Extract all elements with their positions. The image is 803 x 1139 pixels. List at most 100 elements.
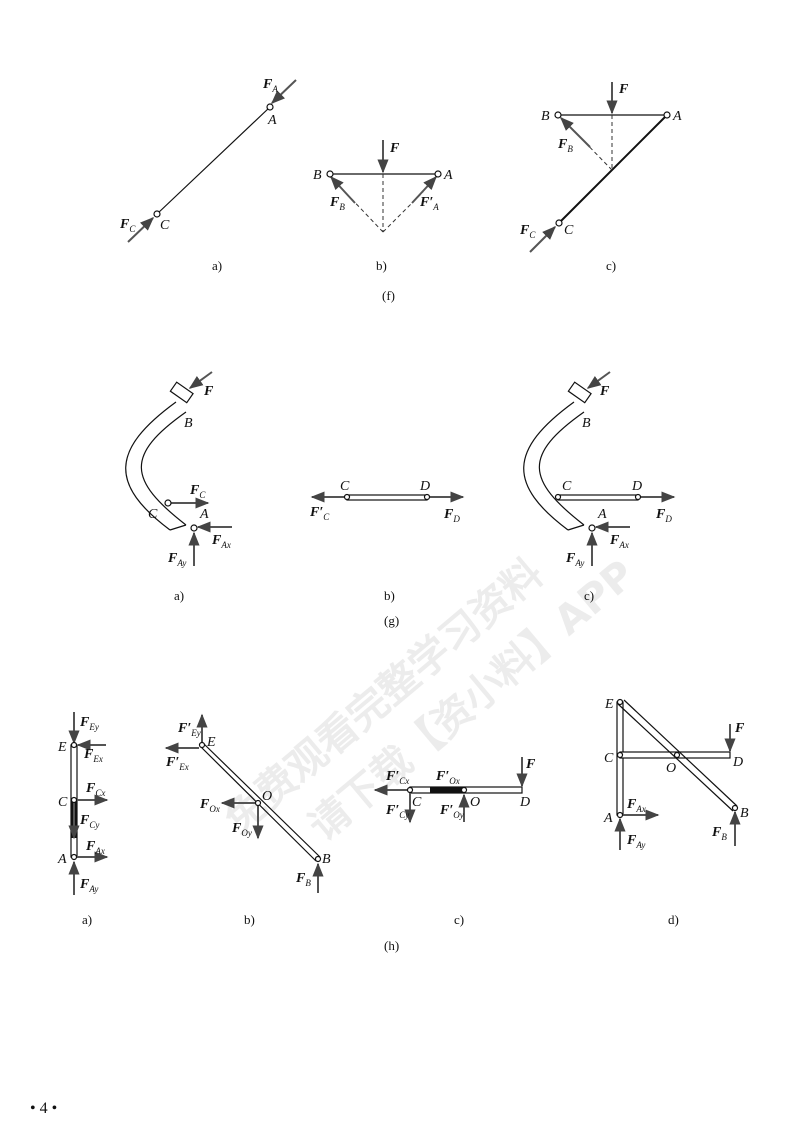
svg-text:E: E (57, 740, 67, 755)
page-number: • 4 • (30, 1100, 58, 1117)
svg-text:FEx: FEx (83, 747, 103, 764)
svg-text:FD: FD (443, 507, 460, 524)
diagram-g-a: B C A F FC FAx FAy a) (125, 371, 232, 603)
caption-h-c: c) (454, 912, 464, 927)
svg-text:FAy: FAy (565, 551, 584, 568)
label-fc: FC (519, 223, 536, 240)
diagram-f-c: B A C F FB FC c) (519, 82, 682, 273)
svg-text:B: B (184, 416, 193, 431)
svg-text:FB: FB (295, 871, 311, 888)
svg-text:O: O (262, 789, 272, 804)
caption-h-b: b) (244, 912, 255, 927)
svg-text:F: F (389, 141, 400, 156)
svg-text:C: C (340, 479, 350, 494)
force-fb-arrow (330, 175, 356, 204)
caption-g-b: b) (384, 588, 395, 603)
svg-text:D: D (732, 755, 743, 770)
svg-text:FCy: FCy (79, 813, 99, 830)
force-fa-arrow (411, 175, 437, 204)
caption-g-c: c) (584, 588, 594, 603)
svg-text:O: O (666, 761, 676, 776)
label-fb: FB (329, 195, 345, 212)
rod-ac (558, 114, 668, 224)
svg-text:A: A (672, 109, 682, 124)
svg-text:E: E (604, 697, 614, 712)
svg-text:B: B (740, 806, 749, 821)
svg-text:A: A (199, 507, 209, 522)
svg-text:FAx: FAx (609, 533, 629, 550)
svg-text:E: E (206, 735, 216, 750)
curved-bar-inner (140, 411, 187, 526)
svg-text:C: C (564, 223, 574, 238)
svg-text:D: D (631, 479, 642, 494)
svg-text:FAy: FAy (167, 551, 186, 568)
label-fc: FC (119, 217, 136, 234)
caption-h-d: d) (668, 912, 679, 927)
svg-text:FAx: FAx (626, 797, 646, 814)
svg-text:FAy: FAy (626, 833, 645, 850)
svg-text:F′Cx: F′Cx (385, 769, 409, 786)
svg-text:F: F (203, 384, 214, 399)
svg-text:F′Cy: F′Cy (385, 803, 409, 820)
pin-c (153, 210, 161, 218)
svg-text:B: B (313, 168, 322, 183)
svg-text:F: F (599, 384, 610, 399)
svg-text:F: F (734, 721, 745, 736)
group-label-h: (h) (384, 938, 399, 953)
caption-f-a: a) (212, 258, 222, 273)
svg-text:F′Ox: F′Ox (435, 769, 460, 786)
diagram-h-c: C O D F F′Cx F′Ox F′Cy F′Oy c) (373, 757, 536, 927)
svg-text:F′Ex: F′Ex (165, 755, 189, 772)
label-c: C (160, 218, 170, 233)
svg-text:C: C (148, 507, 158, 522)
force-fa-arrow (270, 79, 297, 104)
svg-text:C: C (412, 795, 422, 810)
diagram-f-a: A C FA FC a) (119, 77, 297, 273)
svg-text:FC: FC (189, 483, 206, 500)
diagram-g-c: B C D A F FD FAx FAy c) (523, 371, 676, 603)
svg-text:A: A (597, 507, 607, 522)
caption-f-b: b) (376, 258, 387, 273)
label-fa: FA (262, 77, 278, 94)
svg-text:FAx: FAx (211, 533, 231, 550)
svg-text:FAx: FAx (85, 839, 105, 856)
curved-bar-outer (125, 401, 177, 531)
svg-text:FD: FD (655, 507, 672, 524)
svg-text:FCx: FCx (85, 781, 105, 798)
svg-text:C: C (562, 479, 572, 494)
svg-text:A: A (603, 811, 613, 826)
svg-text:A: A (443, 168, 453, 183)
svg-text:FAy: FAy (79, 877, 98, 894)
svg-text:B: B (322, 852, 331, 867)
caption-h-a: a) (82, 912, 92, 927)
diagram-g-b: C D F′C FD b) (309, 479, 465, 603)
label-a: A (267, 113, 277, 128)
svg-text:O: O (470, 795, 480, 810)
svg-text:FB: FB (711, 825, 727, 842)
rod-cd (346, 494, 428, 501)
svg-text:C: C (58, 795, 68, 810)
svg-text:FOy: FOy (231, 821, 252, 838)
label-fa-prime: F′A (419, 195, 439, 212)
slider-b (169, 381, 194, 404)
svg-text:F′Oy: F′Oy (439, 803, 464, 820)
svg-text:F: F (525, 757, 536, 772)
group-label-f: (f) (382, 288, 395, 303)
force-fc-arrow (127, 217, 155, 243)
diagram-h-b: E O B F′Ey F′Ex FOx FOy FB b) (164, 713, 331, 927)
pin-a (266, 103, 274, 111)
rod-ac (156, 106, 271, 215)
diagram-h-d: E C O D A B F FAx FAy FB d) (603, 697, 749, 927)
svg-text:F′C: F′C (309, 505, 330, 522)
label-fb: FB (557, 137, 573, 154)
group-label-g: (g) (384, 613, 399, 628)
svg-text:FEy: FEy (79, 715, 99, 732)
svg-text:B: B (541, 109, 550, 124)
svg-text:F: F (618, 82, 629, 97)
svg-text:FOx: FOx (199, 797, 220, 814)
svg-text:F′Ey: F′Ey (177, 721, 201, 738)
diagram-f-b: B A F FB F′A b) (313, 140, 453, 273)
caption-g-a: a) (174, 588, 184, 603)
svg-text:D: D (519, 795, 530, 810)
